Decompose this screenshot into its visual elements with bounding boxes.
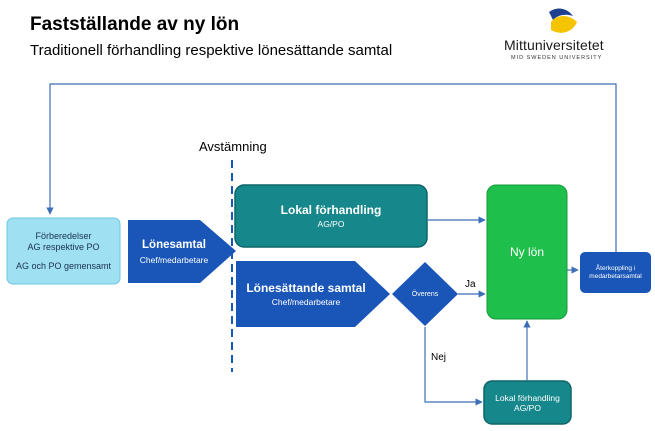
feedback-line-2: medarbetarsamtal xyxy=(589,272,642,280)
salary-setting-shape xyxy=(236,261,390,327)
agreement-diamond xyxy=(392,262,458,326)
feedback-line-1: Återkoppling i xyxy=(595,264,636,272)
salary-setting-label: Lönesättande samtal Chef/medarbetare xyxy=(236,261,376,327)
new-salary-label: Ny lön xyxy=(509,245,544,259)
local-negotiation-box xyxy=(234,184,428,248)
arrow-no-to-small-negotiation xyxy=(424,327,483,406)
salary-setting-title: Lönesättande samtal xyxy=(246,281,366,295)
prep-line-1: Förberedelser xyxy=(35,230,92,241)
feedback-label: Återkoppling i medarbetarsamtal xyxy=(580,252,651,293)
local-negotiation-title: Lokal förhandling xyxy=(280,203,382,217)
salary-setting-sub: Chef/medarbetare xyxy=(271,297,341,307)
local-negotiation-small-label: Lokal förhandling AG/PO xyxy=(484,381,571,424)
local-negotiation-small-sub: AG/PO xyxy=(514,402,541,413)
yes-label: Ja xyxy=(465,279,476,290)
salary-talk-label: Lönesamtal Chef/medarbetare xyxy=(128,220,220,283)
prep-box-label: Förberedelser AG respektive PO AG och PO… xyxy=(7,218,120,284)
salary-talk-sub: Chef/medarbetare xyxy=(139,254,209,265)
prep-line-2: AG respektive PO xyxy=(27,241,100,252)
logo-name: Mittuniversitetet xyxy=(504,37,604,53)
feedback-box xyxy=(580,252,651,293)
agreement-label: Överens xyxy=(411,290,439,298)
mittuniversitetet-logo-icon xyxy=(549,8,577,33)
new-salary-box xyxy=(486,184,568,320)
divider-label: Avstämning xyxy=(199,139,267,154)
prep-line-3: AG och PO gemensamt xyxy=(15,260,112,271)
prep-box xyxy=(6,217,121,285)
feedback-loop-arrow xyxy=(46,83,617,252)
local-negotiation-small-title: Lokal förhandling xyxy=(495,392,560,403)
salary-talk-shape xyxy=(128,220,236,283)
local-negotiation-sub: AG/PO xyxy=(317,219,345,229)
logo-tagline: MID SWEDEN UNIVERSITY xyxy=(511,55,603,61)
page-title: Fastställande av ny lön xyxy=(30,14,240,35)
page-subtitle: Traditionell förhandling respektive löne… xyxy=(30,42,393,59)
no-label: Nej xyxy=(431,352,447,363)
local-negotiation-label: Lokal förhandling AG/PO xyxy=(235,185,427,247)
salary-talk-title: Lönesamtal xyxy=(142,238,206,251)
